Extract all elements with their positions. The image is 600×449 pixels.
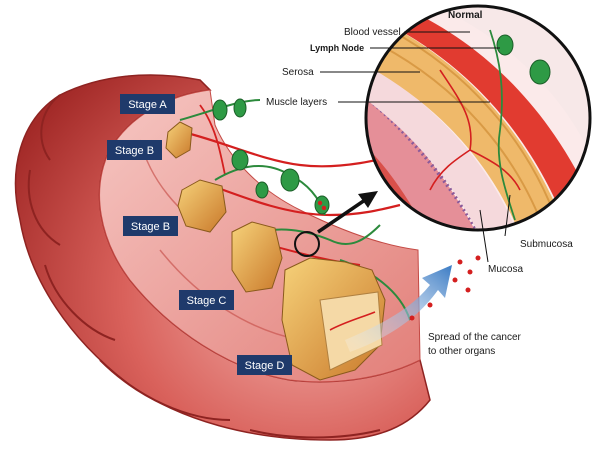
label-normal: Normal [448, 10, 483, 21]
tumor-stage-b2 [177, 179, 227, 233]
magnified-lymph-node-2 [529, 59, 551, 85]
lymph-node-5 [255, 181, 269, 199]
stage-a-label: Stage A [128, 99, 167, 111]
tumor-stage-d-cut-face [319, 291, 383, 371]
label-submucosa: Submucosa [520, 239, 573, 250]
spread-cell-7 [409, 315, 415, 321]
lymph-node-6 [314, 195, 330, 215]
stage-b1-label: Stage B [115, 145, 154, 157]
leader-lines [320, 31, 511, 263]
spread-arrow-body [345, 265, 452, 352]
stage-b2-label: Stage B [131, 221, 170, 233]
zoom-arrow-head [358, 191, 378, 208]
leader-mucosa [479, 209, 489, 263]
magnified-wall-view [364, 4, 592, 232]
lymph-node-3 [231, 149, 249, 171]
tumor-stage-b1 [165, 121, 193, 159]
colon-fold-2 [27, 169, 61, 246]
label-muscle-layers: Muscle layers [266, 97, 327, 108]
colon-fold-4 [99, 359, 231, 421]
layer-submucosa [366, 60, 520, 230]
blood-vessel-4 [199, 104, 226, 176]
zoom-source-circle [294, 231, 320, 257]
magnified-lymph-vessel [489, 29, 516, 221]
spread-cell-6 [427, 302, 433, 308]
spread-cell-4 [475, 255, 481, 261]
stage-b2-box [123, 216, 178, 236]
stage-a-badge: Stage A [120, 94, 175, 114]
magnified-circle-border [364, 4, 592, 232]
spread-cell-1 [457, 259, 463, 265]
tumors [165, 121, 386, 381]
lymph-node-4 [280, 168, 300, 192]
layer-mucosa [366, 90, 480, 230]
stage-b1-badge: Stage B [107, 140, 162, 160]
magnified-lymph-node-1 [496, 34, 514, 56]
colon-fold-5 [249, 429, 381, 439]
label-lymph-node: Lymph Node [310, 43, 364, 53]
stage-c-box [179, 290, 234, 310]
label-mucosa: Mucosa [488, 264, 523, 275]
label-spread-line1: Spread of the cancer [428, 332, 522, 343]
spread-cell-2 [467, 269, 473, 275]
tumor-stage-d-vessel [329, 311, 376, 331]
colon-fold-3 [44, 264, 116, 341]
stage-d-badge: Stage D [237, 355, 292, 375]
layer-outer [420, 6, 590, 180]
tumor-stage-c [231, 221, 283, 293]
stage-b2-badge: Stage B [123, 216, 178, 236]
spread-cell-5 [465, 287, 471, 293]
label-blood-vessel: Blood vessel [344, 27, 401, 38]
stage-c-label: Stage C [187, 295, 227, 307]
layer-muscle-stripes [379, 29, 561, 230]
cancer-cell-in-node-1 [317, 200, 323, 206]
cancer-cell-in-node-2 [321, 205, 327, 211]
metastasis-arrow [345, 255, 481, 352]
lymph-node-1 [212, 99, 228, 121]
label-serosa: Serosa [282, 67, 314, 78]
zoom-arrow-shaft [317, 198, 366, 234]
spread-cell-3 [452, 277, 458, 283]
magnified-blood-vessel [429, 69, 521, 191]
stage-d-label: Stage D [245, 360, 285, 372]
lymph-node-2 [233, 98, 247, 118]
leader-submucosa [504, 194, 511, 237]
label-spread-line2: to other organs [428, 346, 495, 357]
stage-b1-box [107, 140, 162, 160]
stage-a-box [120, 94, 175, 114]
colon-fold-1 [40, 94, 61, 161]
stage-c-badge: Stage C [179, 290, 234, 310]
stage-d-box [237, 355, 292, 375]
